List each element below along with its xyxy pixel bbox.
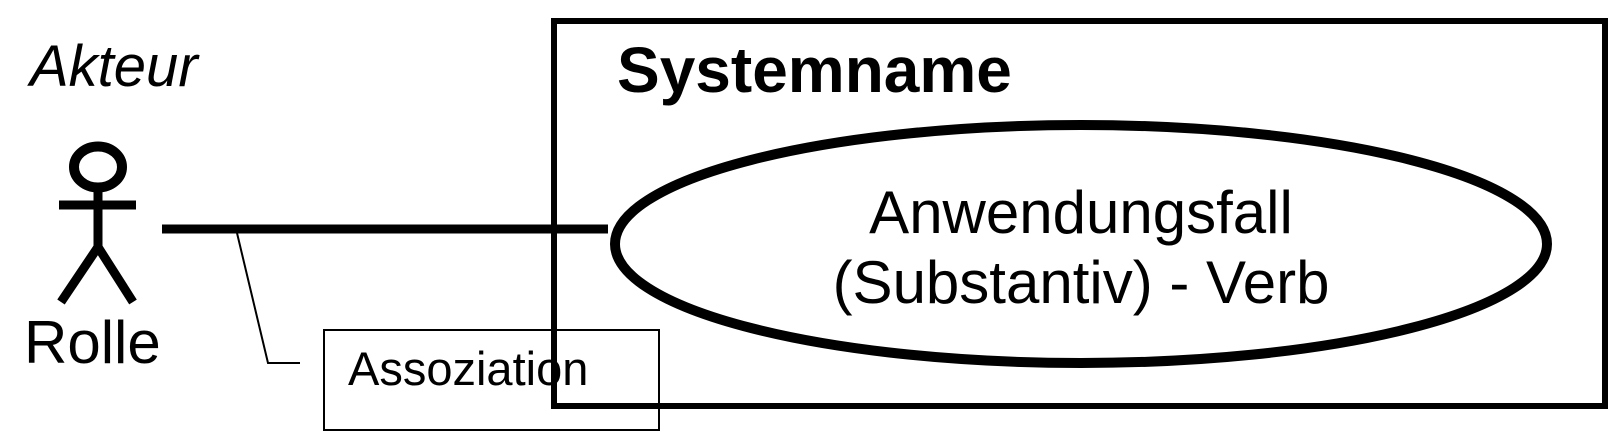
use-case-label-line1: Anwendungsfall — [869, 179, 1293, 246]
actor-role-label: Rolle — [24, 309, 161, 376]
association-leader-line — [236, 232, 300, 364]
actor-type-label: Akteur — [27, 34, 200, 99]
actor-legs — [57, 238, 137, 305]
actor-icon — [57, 141, 137, 305]
actor-head — [69, 141, 127, 193]
system-boundary-box — [551, 18, 1608, 409]
association-label-box — [323, 329, 660, 431]
system-title: Systemname — [617, 34, 1012, 106]
use-case-ellipse — [610, 120, 1552, 368]
association-label: Assoziation — [348, 342, 588, 395]
use-case-label-line2: (Substantiv) - Verb — [833, 249, 1330, 316]
